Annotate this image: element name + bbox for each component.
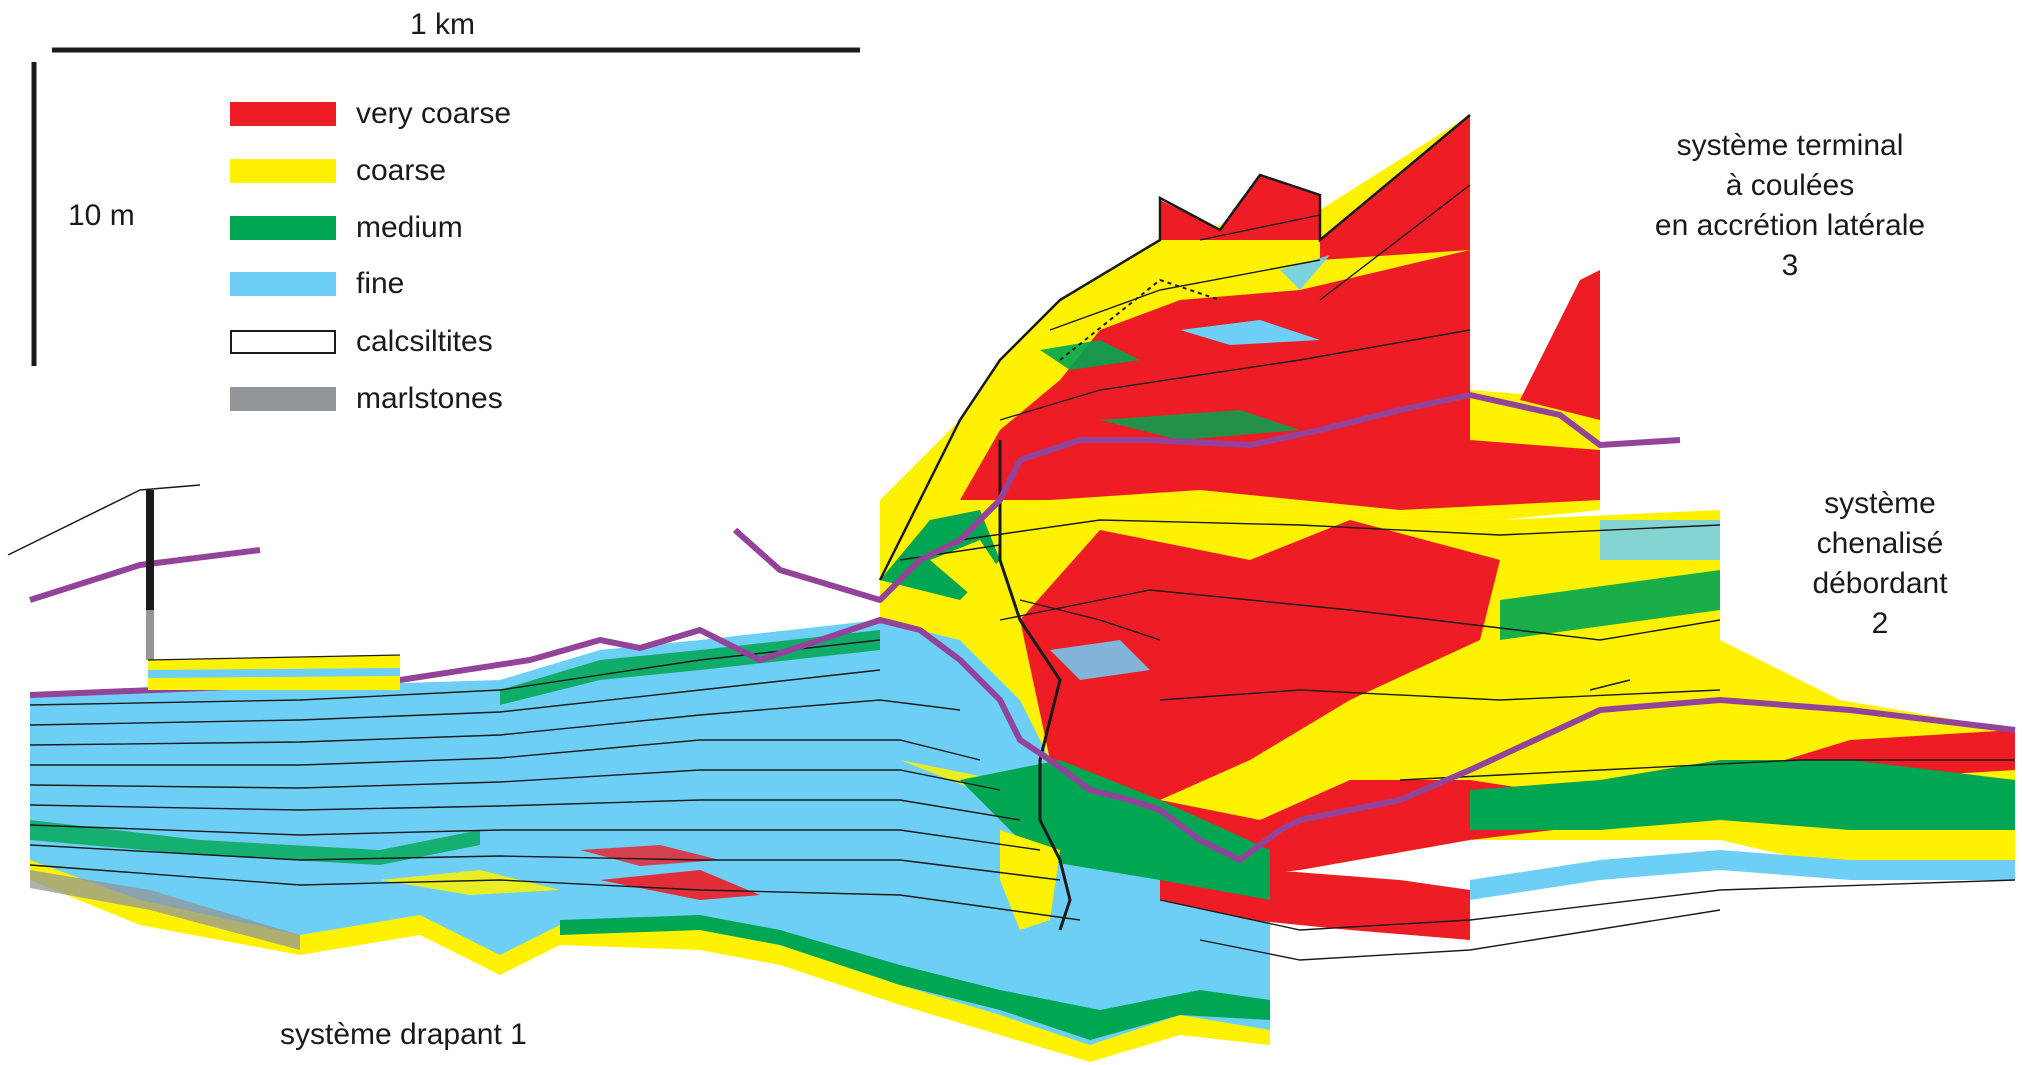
system-3-number: 3: [1781, 249, 1799, 282]
legend-item-medium: medium: [230, 208, 463, 248]
legend-label: fine: [356, 267, 405, 300]
sequence-boundaries: [29, 392, 2016, 863]
legend-item-fine: fine: [230, 264, 404, 304]
boundary-system-2-top: [733, 392, 1681, 603]
legend-swatch-fine: [230, 272, 336, 296]
legend-label: medium: [356, 211, 463, 244]
boundary-left-well: [29, 547, 261, 603]
system-3-line: système terminal: [1676, 129, 1904, 162]
system-2-line: débordant: [1812, 567, 1948, 600]
left-well-column: [7, 484, 401, 690]
legend-label: marlstones: [356, 382, 503, 415]
bedding-lines: [29, 184, 2016, 961]
legend-swatch-marlstones: [230, 387, 336, 411]
system-2-label: système chenalisé débordant 2: [1780, 484, 1980, 644]
legend-label: calcsiltites: [356, 325, 493, 358]
dashed-contact: [1059, 278, 1221, 361]
system-2-line: chenalisé: [1816, 527, 1944, 560]
legend-item-coarse: coarse: [230, 151, 446, 191]
legend-item-calcsiltites: calcsiltites: [230, 322, 493, 362]
legend-item-very-coarse: very coarse: [230, 94, 511, 134]
boundary-system-1-top: [29, 617, 2016, 863]
system-2-line: système: [1824, 487, 1936, 520]
system-3-label: système terminal à coulées en accrétion …: [1630, 126, 1950, 286]
legend-label: very coarse: [356, 97, 512, 130]
section-outline: [878, 114, 1471, 581]
legend-label: coarse: [356, 154, 447, 187]
system-3-line: en accrétion latérale: [1654, 209, 1926, 242]
vertical-scale-label: 10 m: [68, 199, 135, 232]
flow-arrow: [1589, 679, 1631, 691]
legend-swatch-coarse: [230, 159, 336, 183]
system-3-line: à coulées: [1725, 169, 1855, 202]
legend-item-marlstones: marlstones: [230, 379, 503, 419]
legend-swatch-calcsiltites: [230, 330, 336, 354]
system-1-label: système drapant 1: [280, 1018, 527, 1051]
channel-edge: [998, 440, 1072, 931]
legend-swatch-very-coarse: [230, 102, 336, 126]
system-1-drape-body: [30, 620, 1270, 1062]
horizontal-scale-label: 1 km: [410, 8, 476, 41]
system-3-terminal-body: [880, 115, 1600, 620]
system-2-number: 2: [1871, 607, 1889, 640]
legend-swatch-medium: [230, 216, 336, 240]
system-2-channel-body: [880, 500, 2015, 940]
